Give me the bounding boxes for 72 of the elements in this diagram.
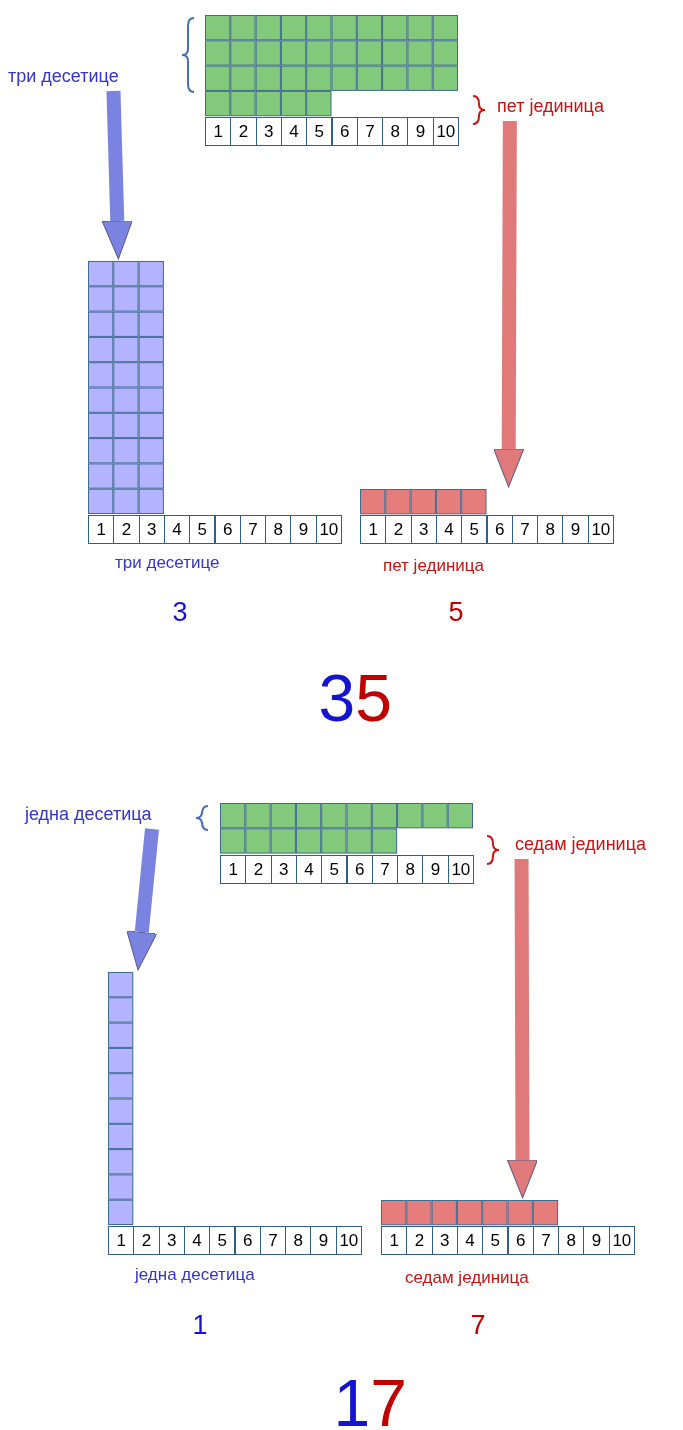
number-cell: 3: [158, 1226, 185, 1255]
number-cell: 2: [385, 515, 412, 545]
number-cell: 9: [407, 117, 434, 147]
number-cell: 10: [608, 1226, 635, 1256]
number-cell: 10: [335, 1226, 362, 1255]
number: 35: [318, 660, 392, 736]
number-cell: 10: [432, 117, 459, 147]
number-cell: 6: [214, 515, 241, 544]
number-cell: 6: [486, 515, 513, 545]
number-cell: 5: [209, 1226, 236, 1255]
block-grid: [381, 1200, 559, 1226]
block-grid: [108, 972, 134, 1225]
number-cell: 3: [255, 117, 282, 147]
number-cell: 6: [507, 1226, 534, 1256]
number-cell: 5: [189, 515, 216, 544]
number-cell: 1: [220, 854, 247, 884]
node-label: три десетице: [115, 553, 220, 573]
digit: 1: [192, 1310, 208, 1341]
arrow: [507, 858, 538, 1199]
number-cell: 8: [265, 515, 292, 544]
group-label: једна десетица: [25, 804, 152, 825]
node-label: седам јединица: [405, 1268, 529, 1288]
arrow: [493, 120, 525, 488]
number-cell: 5: [321, 854, 348, 884]
number-cell: 1: [381, 1226, 408, 1256]
digit: 7: [470, 1310, 486, 1341]
number-cell: 10: [587, 515, 614, 545]
number-cell: 6: [331, 117, 358, 147]
number-cell: 8: [285, 1226, 312, 1255]
arrow: [101, 90, 133, 260]
number-cell: 8: [397, 854, 424, 884]
number-cell: 9: [310, 1226, 337, 1255]
number-cell: 2: [245, 854, 272, 884]
group-label: пет јединица: [497, 96, 604, 117]
number: 17: [333, 1365, 407, 1430]
block-grid: [88, 261, 164, 514]
number-cell: 1: [108, 1226, 135, 1255]
group-label: три десетице: [8, 66, 119, 87]
number-cell: 3: [431, 1226, 458, 1256]
number-cell: 1: [360, 515, 387, 545]
arrow: [126, 828, 159, 971]
block-grid: [360, 489, 487, 515]
number-cell: 8: [558, 1226, 585, 1256]
number-cell: 2: [230, 117, 257, 147]
node-label: једна десетица: [135, 1265, 255, 1285]
number-cell: 3: [270, 854, 297, 884]
block-grid: [205, 15, 458, 117]
group-label: седам јединица: [515, 834, 646, 855]
number-cell: 2: [406, 1226, 433, 1256]
number-cell: 5: [306, 117, 333, 147]
number-cell: 9: [583, 1226, 610, 1256]
number-cell: 8: [382, 117, 409, 147]
number-cell: 9: [422, 854, 449, 884]
number-cell: 9: [290, 515, 317, 544]
number-cell: 1: [205, 117, 232, 147]
number-cell: 8: [537, 515, 564, 545]
block-grid: [220, 803, 473, 854]
digit: 5: [448, 597, 464, 628]
number-cell: 5: [461, 515, 488, 545]
number-cell: 5: [482, 1226, 509, 1256]
node-label: пет јединица: [383, 556, 484, 576]
number-cell: 3: [138, 515, 165, 544]
number-cell: 1: [88, 515, 115, 544]
number-cell: 10: [315, 515, 342, 544]
number-cell: 2: [113, 515, 140, 544]
number-cell: 10: [447, 854, 474, 884]
number-cell: 2: [133, 1226, 160, 1255]
number-cell: 3: [410, 515, 437, 545]
number-cell: 6: [346, 854, 373, 884]
number-cell: 6: [234, 1226, 261, 1255]
number-cell: 9: [562, 515, 589, 545]
digit: 3: [172, 597, 188, 628]
